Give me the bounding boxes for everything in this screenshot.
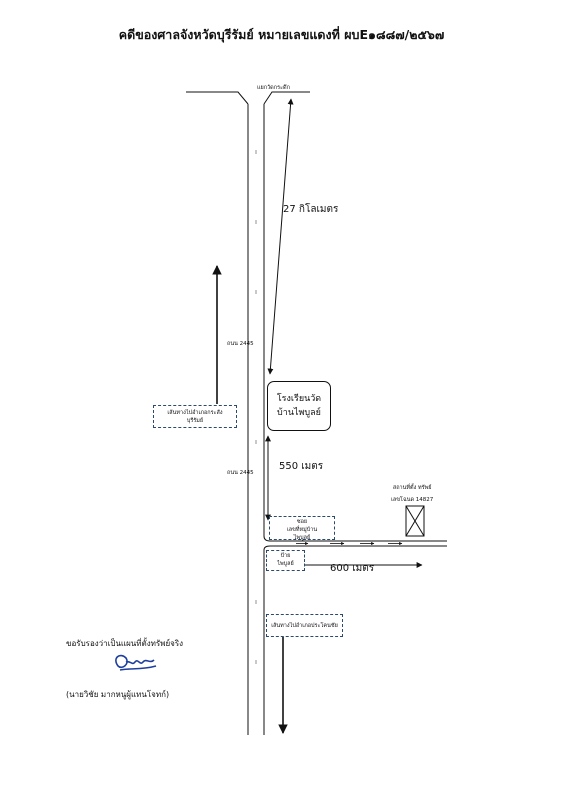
school-landmark: โรงเรียนวัด บ้านไพบูลย์ (267, 381, 331, 431)
sign-box: ป้าย ไพบูลย์ (266, 550, 305, 571)
sign-box-line2: ไพบูลย์ (277, 561, 294, 567)
junction-box-line1: ซอย (296, 519, 308, 525)
school-line1: โรงเรียนวัด (276, 394, 322, 404)
signature-icon (115, 654, 157, 671)
direction-box-left: เส้นทางไปอำเภอกระสัง บุรีรัมย์ (153, 405, 237, 428)
road-label-upper: ถนน 2445 (227, 341, 254, 347)
junction-box-line3: ไพบูลย์ (293, 535, 311, 541)
sign-box-line1: ป้าย (280, 553, 291, 559)
map-title: คดีของศาลจังหวัดบุรีรัมย์ หมายเลขแดงที่ … (118, 27, 445, 42)
school-line2: บ้านไพบูลย์ (277, 408, 321, 418)
direction-box-bottom-text: เส้นทางไปอำเภอประโคนชัย (271, 623, 338, 629)
distance-east-label: 600 เมตร (330, 563, 375, 574)
main-road (247, 104, 265, 735)
certification-text: ขอรับรองว่าเป็นแผนที่ตั้งทรัพย์จริง (66, 639, 184, 648)
junction-box-line2: เลขที่หมู่บ้าน (286, 527, 318, 533)
property-label-line1: สถานที่ตั้ง ทรัพย์ (392, 485, 432, 491)
distance-north-label: 27 กิโลเมตร (283, 204, 339, 215)
junction-box: ซอย เลขที่หมู่บ้าน ไพบูลย์ (269, 516, 335, 541)
direction-box-left-line1: เส้นทางไปอำเภอกระสัง (167, 410, 223, 416)
distance-school-label: 550 เมตร (279, 461, 324, 472)
distance-north-arrow (267, 98, 294, 375)
property-label: สถานที่ตั้ง ทรัพย์ เลขโฉนด 14827 (391, 484, 433, 504)
direction-box-left-line2: บุรีรัมย์ (186, 418, 204, 424)
top-junction-label: แยกวัดกระดึก (257, 85, 290, 91)
direction-box-bottom: เส้นทางไปอำเภอประโคนชัย (266, 614, 343, 637)
property-label-line2: เลขโฉนด 14827 (391, 497, 434, 503)
signer-name: (นายวิชัย มากหนูผู้แทนโจทก์) (66, 690, 170, 699)
road-label-lower: ถนน 2445 (227, 470, 254, 476)
property-marker-icon (405, 505, 425, 537)
side-road-east (263, 535, 447, 551)
top-junction-road (186, 91, 310, 105)
